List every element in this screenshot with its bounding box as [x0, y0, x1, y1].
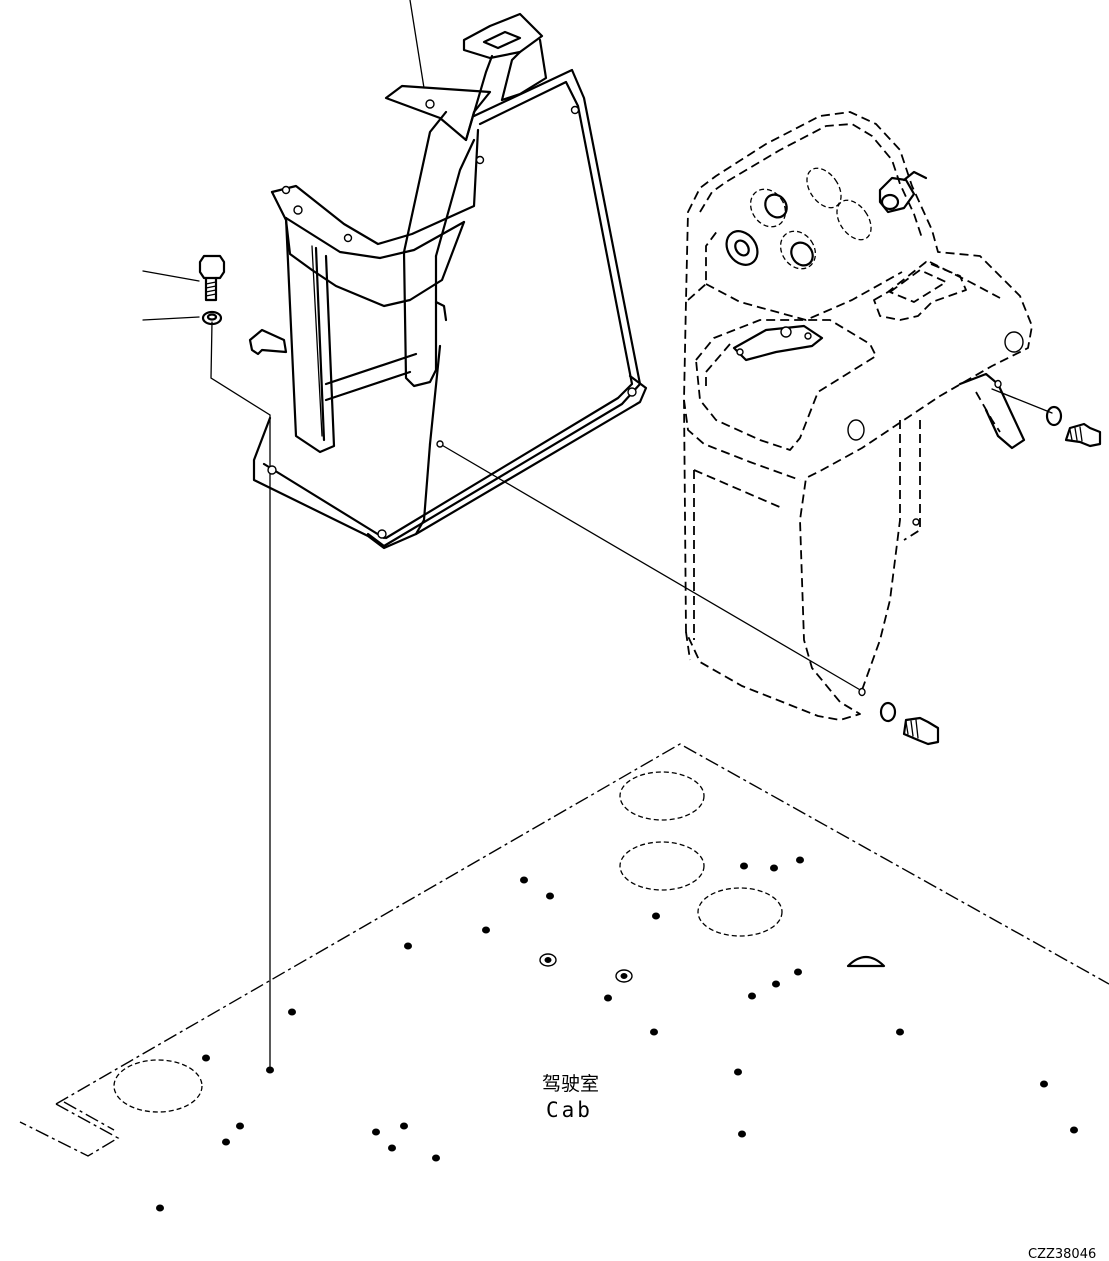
cab-label-english: Cab	[546, 1098, 593, 1122]
mounting-bracket	[248, 12, 648, 550]
drawing-code: CZZ38046	[1028, 1247, 1096, 1261]
hex-bolt	[198, 254, 226, 302]
screw-right-lower	[879, 701, 940, 746]
rotary-switch-icon	[725, 230, 759, 266]
leader-lines	[142, 0, 1053, 1069]
cab-label-chinese: 驾驶室	[542, 1073, 599, 1095]
cab-floor-plate	[19, 743, 1109, 1157]
toggle-switch-icon	[764, 193, 814, 267]
floor-holes	[156, 856, 1078, 1212]
lock-washer	[201, 310, 223, 326]
knob-icon	[878, 170, 928, 214]
screw-right-upper	[1045, 405, 1102, 448]
console-box	[683, 111, 1033, 721]
